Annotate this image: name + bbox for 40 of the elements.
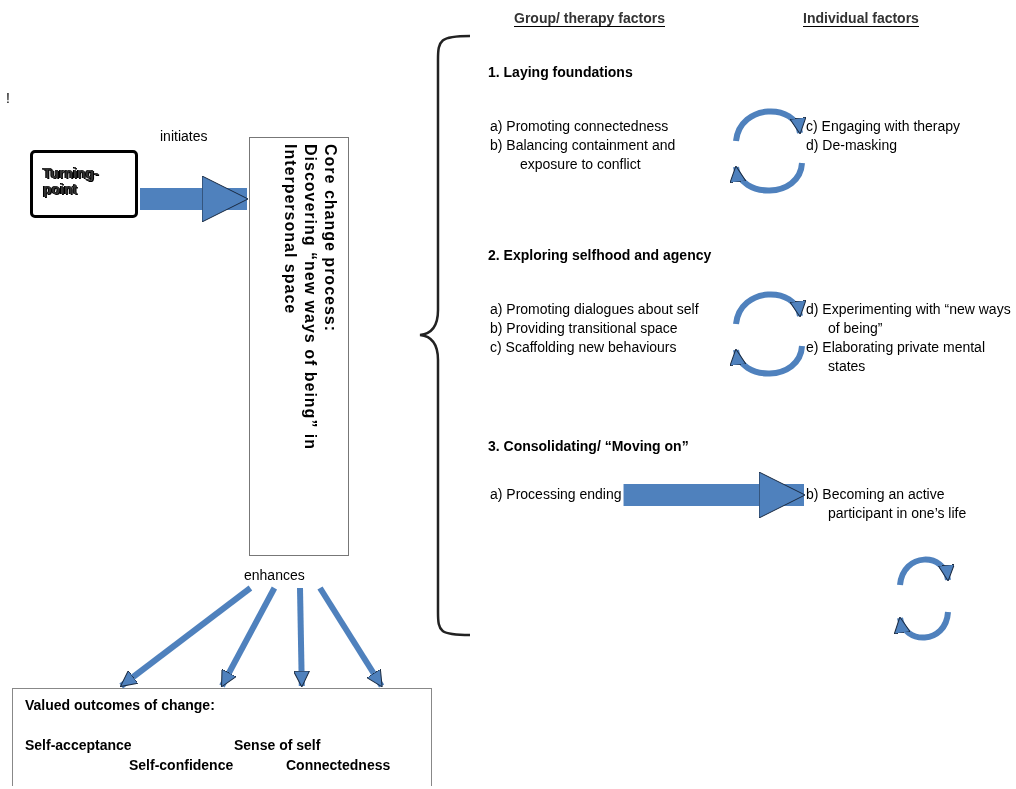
outcome-label: Connectedness <box>286 757 391 773</box>
outcome-label: Sense of self <box>234 737 321 753</box>
section-heading: 1. Laying foundations <box>488 64 633 80</box>
edge-label: initiates <box>160 128 208 144</box>
factor-item: a) Promoting connectedness <box>490 117 670 136</box>
column-header: Group/ therapy factors <box>514 10 665 27</box>
arrow <box>293 587 310 688</box>
factor-item: b) Balancing containment and exposure to conflict <box>490 136 677 174</box>
curved-arrow <box>733 291 804 325</box>
curved-arrow <box>731 162 805 194</box>
turning-point-box <box>30 150 138 218</box>
core-process-box <box>249 137 349 556</box>
block-arrow <box>623 471 806 519</box>
arrow <box>219 586 278 688</box>
factor-item: d) De-masking <box>806 136 899 155</box>
box-title: Turning- point <box>43 165 100 197</box>
connector-label: enhances <box>244 567 305 583</box>
factor-item: c) Scaffolding new behaviours <box>490 338 678 357</box>
arrow <box>119 585 253 689</box>
outcome-label: Self-confidence <box>129 757 234 773</box>
curved-arrow <box>731 345 805 377</box>
factor-item: b) Becoming an active participant in one’s life <box>806 485 968 523</box>
section-heading: 3. Consolidating/ “Moving on” <box>488 438 689 454</box>
factor-item: c) Engaging with therapy <box>806 117 962 136</box>
process-description: Discovering “new ways of being” in Interpersonal space <box>281 144 320 453</box>
arrow <box>317 586 385 688</box>
box-heading: Valued outcomes of change: <box>25 697 215 713</box>
section-heading: 2. Exploring selfhood and agency <box>488 247 712 263</box>
outcomes-box <box>12 688 432 786</box>
outcome-label: Self-acceptance <box>25 737 132 753</box>
column-header: Individual factors <box>803 10 919 27</box>
factor-item: d) Experimenting with “new ways of being” <box>806 300 1012 338</box>
factor-item: e) Elaborating private mental states <box>806 338 986 376</box>
exclamation-mark: ! <box>6 90 10 106</box>
curved-arrow <box>733 108 804 142</box>
factor-item: a) Processing ending <box>490 485 622 504</box>
factor-item: b) Providing transitional space <box>490 319 679 338</box>
process-title: Core change process: <box>321 144 340 335</box>
block-arrow <box>140 175 249 223</box>
factor-item: a) Promoting dialogues about self <box>490 300 700 319</box>
